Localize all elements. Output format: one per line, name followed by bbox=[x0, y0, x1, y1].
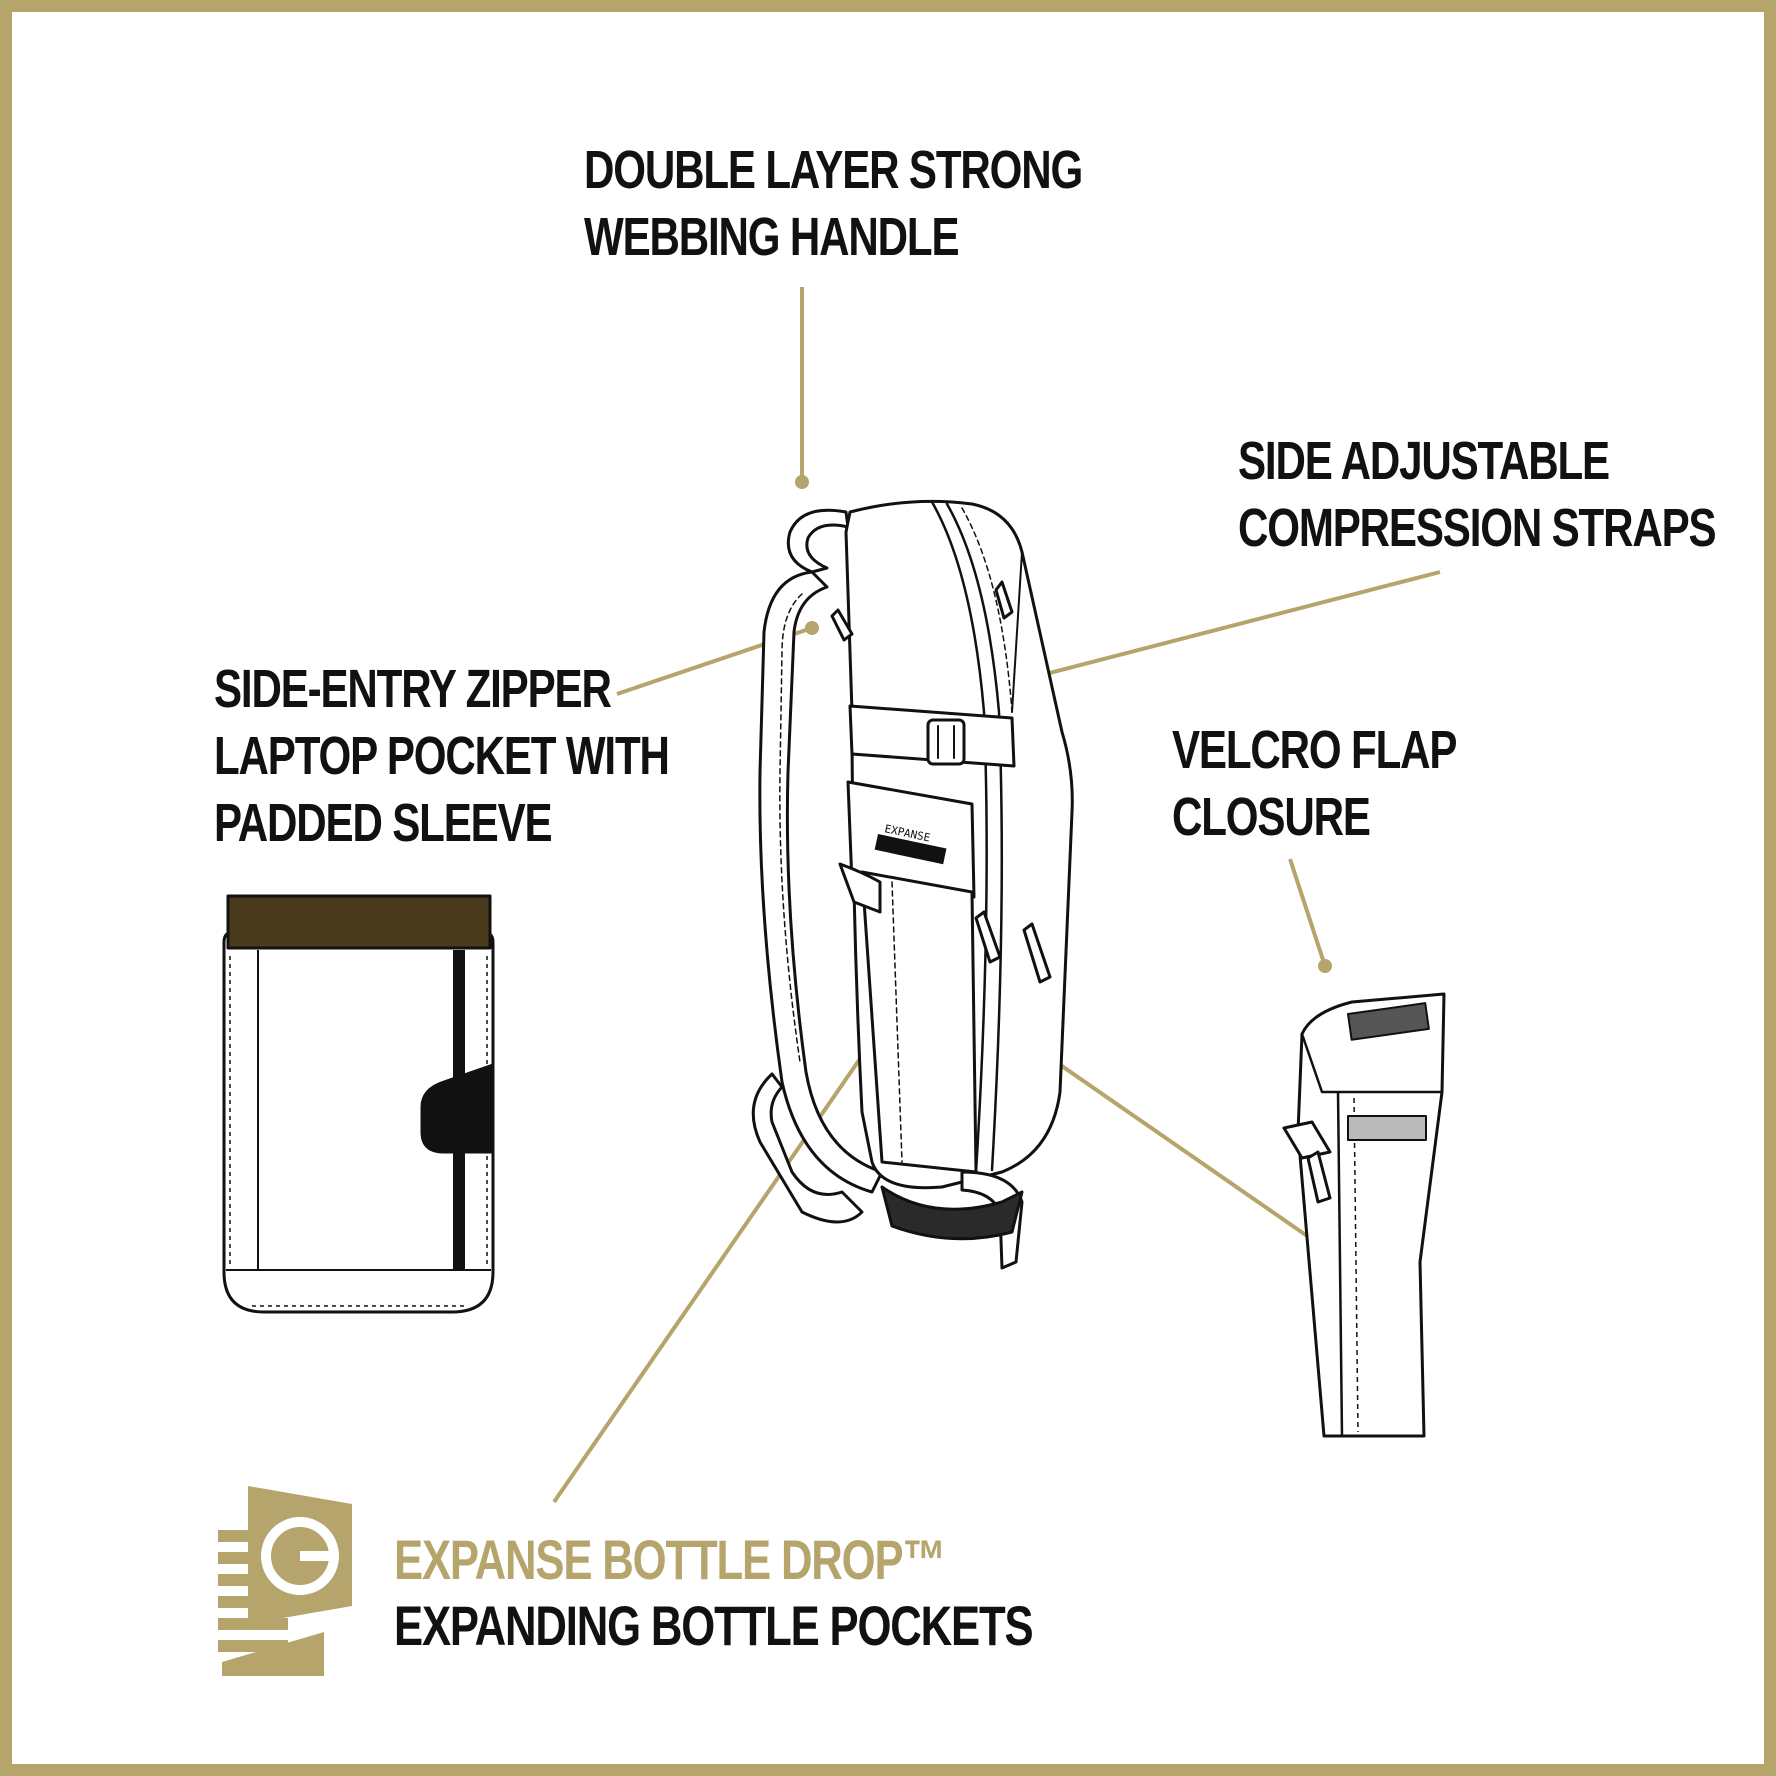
callout-velcro: VELCRO FLAP CLOSURE bbox=[1172, 717, 1457, 851]
callout-laptop: SIDE-ENTRY ZIPPER LAPTOP POCKET WITH PAD… bbox=[214, 656, 670, 857]
callout-straps-line2: COMPRESSION STRAPS bbox=[1238, 498, 1717, 558]
callout-laptop-line2: LAPTOP POCKET WITH bbox=[214, 726, 670, 786]
pocket-side-strap bbox=[1306, 1150, 1332, 1204]
sleeve-top-band bbox=[226, 894, 492, 950]
callout-velcro-line1: VELCRO FLAP bbox=[1172, 720, 1457, 780]
bottle-pocket bbox=[860, 870, 978, 1174]
callout-laptop-line3: PADDED SLEEVE bbox=[214, 793, 553, 853]
zipper-pull bbox=[974, 910, 1002, 964]
callout-straps-line1: SIDE ADJUSTABLE bbox=[1238, 431, 1610, 491]
callout-handle-line1: DOUBLE LAYER STRONG bbox=[584, 140, 1083, 200]
callout-handle-line2: WEBBING HANDLE bbox=[584, 207, 960, 267]
callout-straps: SIDE ADJUSTABLE COMPRESSION STRAPS bbox=[1238, 428, 1717, 562]
hip-strap bbox=[751, 1072, 864, 1224]
leader-line-handle bbox=[795, 287, 809, 489]
brand-block: EXPANSE BOTTLE DROP™ EXPANDING BOTTLE PO… bbox=[394, 1527, 1034, 1659]
callout-handle: DOUBLE LAYER STRONG WEBBING HANDLE bbox=[584, 137, 1083, 271]
bottle-pocket-detail-illustration bbox=[1282, 992, 1446, 1438]
brand-title: EXPANSE BOTTLE DROP™ bbox=[394, 1528, 946, 1591]
velcro-strip-top bbox=[1347, 1002, 1430, 1041]
shoulder-strap bbox=[758, 570, 884, 1194]
pocket-side-buckle bbox=[1282, 1120, 1332, 1160]
laptop-sleeve-illustration bbox=[222, 894, 495, 1314]
strap-buckle bbox=[926, 718, 966, 766]
pocket-buckle bbox=[838, 862, 882, 914]
sleeve-velcro-tab bbox=[420, 1063, 495, 1154]
leader-line-velcro bbox=[1288, 858, 1332, 973]
zipper-pull bbox=[994, 580, 1014, 620]
zipper-pull bbox=[1022, 922, 1052, 984]
brand-subtitle: EXPANDING BOTTLE POCKETS bbox=[394, 1594, 1034, 1657]
zipper-pull bbox=[830, 608, 854, 642]
base-mesh bbox=[880, 1185, 1024, 1241]
bag-logo-patch bbox=[874, 834, 947, 865]
expanse-g-badge-icon bbox=[218, 1486, 352, 1676]
grab-handle bbox=[786, 508, 850, 574]
backpack-illustration: EXPANSE bbox=[751, 499, 1074, 1270]
callout-velcro-line2: CLOSURE bbox=[1172, 787, 1371, 847]
callout-laptop-line1: SIDE-ENTRY ZIPPER bbox=[214, 659, 612, 719]
illustration-canvas: EXPANSE bbox=[218, 287, 1446, 1676]
velcro-strip-lower bbox=[1347, 1115, 1427, 1141]
hip-strap bbox=[960, 1170, 1024, 1270]
pocket-body bbox=[1296, 992, 1446, 1438]
